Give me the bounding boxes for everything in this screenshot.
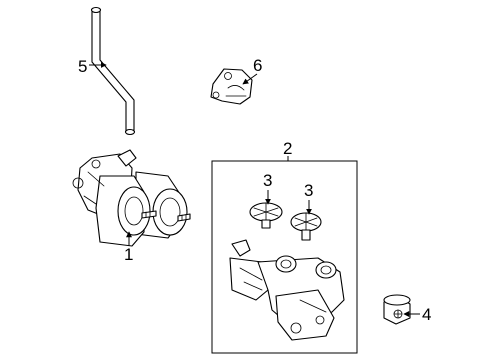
svg-text:1: 1 — [124, 245, 133, 264]
svg-text:4: 4 — [422, 305, 431, 324]
leader-line-6 — [242, 73, 258, 85]
hose-part-5 — [90, 6, 136, 136]
callout-6: 6 — [242, 56, 262, 85]
svg-text:3: 3 — [263, 171, 272, 190]
callout-2: 2 — [283, 139, 292, 158]
pump-motor-part-1 — [72, 149, 191, 247]
callout-3b: 3 — [304, 181, 313, 215]
svg-text:6: 6 — [253, 56, 262, 75]
callout-5: 5 — [78, 57, 107, 76]
assembly-box — [211, 160, 358, 354]
clip-part-3b — [290, 212, 322, 241]
assembly-box-part-2 — [211, 156, 358, 354]
callout-3a: 3 — [263, 171, 272, 205]
bracket-part-6 — [210, 68, 253, 105]
clip-part-3a — [249, 202, 283, 229]
callout-1: 1 — [124, 231, 133, 264]
mounting-bracket-assembly — [229, 239, 345, 341]
svg-text:3: 3 — [304, 181, 313, 200]
svg-text:2: 2 — [283, 139, 292, 158]
svg-text:5: 5 — [78, 57, 87, 76]
callout-4: 4 — [403, 305, 431, 324]
grommet-part-4 — [383, 294, 411, 325]
